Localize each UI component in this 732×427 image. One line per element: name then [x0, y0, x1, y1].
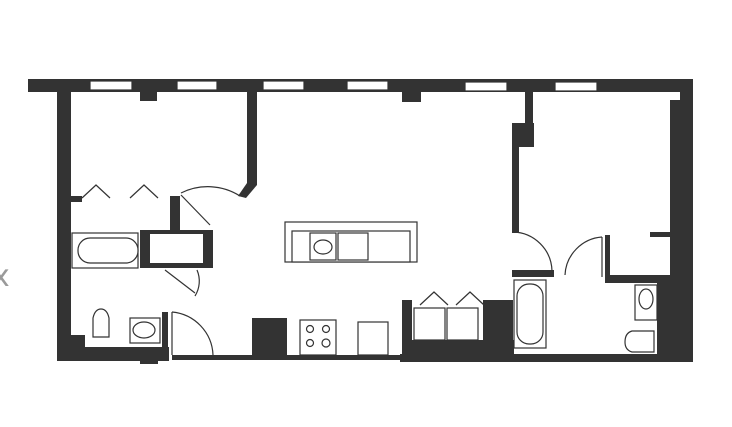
- right-bathroom: [513, 279, 658, 353]
- tub-basin: [77, 237, 139, 264]
- interior-walls: [71, 92, 685, 362]
- toilet: [92, 308, 110, 338]
- doors: [164, 186, 603, 356]
- closet-doors: [81, 184, 485, 341]
- kitchen: [284, 221, 418, 356]
- stove: [299, 319, 337, 356]
- left-bathroom: [71, 232, 161, 344]
- dishwasher: [357, 321, 389, 356]
- windows: [89, 80, 598, 92]
- cut-off-label-fragment: x: [0, 259, 10, 294]
- toilet: [624, 330, 655, 353]
